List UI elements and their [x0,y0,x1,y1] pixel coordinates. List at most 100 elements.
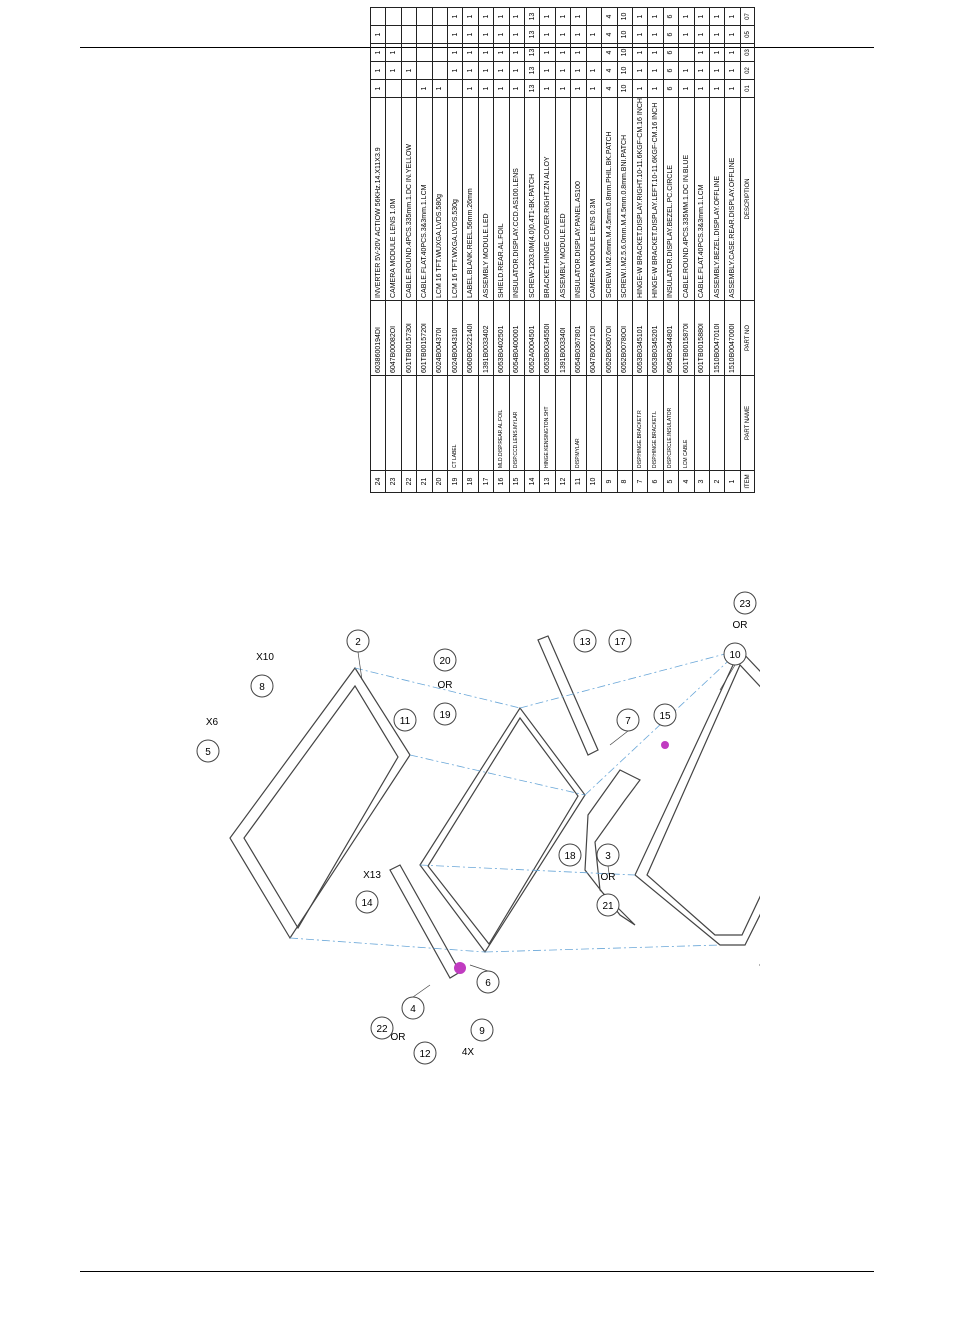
bom-item-cell: 4 [678,470,695,493]
bom-part-no-cell: 601TB0015720I [416,300,433,376]
bom-description-cell: HINGE-W BRACKET.DISPLAY.LEFT.10-11.6KGF-… [647,97,664,301]
bom-part-name-cell [586,375,602,471]
bom-part-no-cell: 6053B0034550I [539,300,556,376]
bom-part-no-cell: 6053B0402501 [493,300,510,376]
bom-qty-cell: 1 [447,25,463,44]
callout-20: 20 [433,648,457,672]
bom-qty-cell: 1 [647,79,664,98]
bom-part-no-cell: 6024B004370I [432,300,448,376]
svg-text:10: 10 [729,650,741,661]
bom-qty-cell: 1 [385,43,402,62]
bom-qty-cell: 13 [524,43,540,62]
bom-qty-cell: 1 [632,79,648,98]
callout-17: 17 [608,629,632,653]
bom-qty-cell [385,79,402,98]
callout-4: 4 [401,996,425,1020]
callout-7: 7 [616,708,640,732]
bom-qty-cell: 4 [601,79,617,98]
bom-item-cell: 1 [724,470,741,493]
left-hinge-part [389,864,461,979]
svg-text:20: 20 [439,656,451,667]
bom-qty-cell: 1 [709,79,725,98]
callout-18: 18 [558,843,582,867]
bom-qty-cell: 1 [724,79,741,98]
bom-qty-cell: 1 [462,7,479,26]
svg-text:19: 19 [439,710,451,721]
bom-part-no-cell: 6047B00071OI [586,300,602,376]
footer-rule [80,1271,874,1272]
bom-qty-cell: 10 [617,79,633,98]
bom-part-no-cell: 601TB0015880I [694,300,710,376]
bom-description-cell: BRACKET.HINGE COVER.RIGHT.ZN ALLOY [539,97,556,301]
bom-qty-cell: 1 [509,61,525,80]
bom-qty-cell: 13 [524,79,540,98]
bom-qty-cell [586,7,602,26]
svg-text:13: 13 [579,637,591,648]
bom-qty-cell: 1 [493,79,510,98]
bom-qty-cell [401,43,417,62]
bom-qty-cell: 1 [539,25,556,44]
bom-item-cell: 3 [694,470,710,493]
bom-description-cell: CAMERA MODULE LENS 0.3M [586,97,602,301]
bom-qty-cell: 6 [663,43,679,62]
bom-part-no-cell: 1391B0033402 [478,300,494,376]
bom-qty-cell: 1 [678,25,695,44]
bom-part-no-cell: 6054B0367801 [570,300,587,376]
bom-qty-cell [432,7,448,26]
bom-part-no-cell: 6052B00780OI [617,300,633,376]
svg-text:22: 22 [376,1024,388,1035]
hinge-highlight [454,741,669,974]
bom-description-cell: INSULATOR.DISPLAY.BEZEL.PC.CIRCLE [663,97,679,301]
bom-part-name-cell [416,375,433,471]
bom-qty-cell: 1 [724,25,741,44]
bom-qty-cell: 1 [678,61,695,80]
bom-part-name-cell [524,375,540,471]
bom-part-no-cell: 6054B0400001 [509,300,525,376]
bom-qty-cell: 1 [555,43,571,62]
svg-text:4: 4 [410,1004,416,1015]
callout-2: 2 [346,629,370,653]
bom-qty-cell: 4 [601,43,617,62]
exploded-view-drawing: 1 2 3 4 5 6 7 8 9 10 11 12 13 14 15 16 1… [196,591,760,1065]
bom-item-cell: 16 [493,470,510,493]
bom-qty-cell: 1 [678,79,695,98]
callout-5: 5 [196,739,220,763]
bom-qty-cell [432,25,448,44]
bom-description-cell: CABLE.ROUND.4PCS.335MM.1.DC IN.BLUE [678,97,695,301]
bom-part-no-cell: 6053B0345101 [632,300,648,376]
bom-qty-cell: 1 [694,7,710,26]
bom-qty-cell: 1 [370,61,386,80]
bom-qty-cell: 1 [555,79,571,98]
svg-text:12: 12 [419,1049,431,1060]
bom-description-cell: INSULATOR.DISPLAY.PANEL.AS100 [570,97,587,301]
bom-qty-cell: 13 [524,25,540,44]
bom-part-name-cell: HINGE.KENSINGTON.SHT [539,375,556,471]
svg-text:8: 8 [259,682,265,693]
svg-text:15: 15 [659,711,671,722]
bom-qty-cell: 1 [509,79,525,98]
label-x10: X10 [256,652,274,663]
bom-description-cell: ASSEMBLY.BEZEL.DISPLAY.OFFLINE [709,97,725,301]
callout-23: 23 [733,591,757,615]
bom-qty-cell: 10 [617,7,633,26]
bom-qty-cell: 1 [539,7,556,26]
bom-description-cell: CABLE.ROUND.4PCS.335mm.1.DC IN.YELLOW [401,97,417,301]
bom-qty-cell: 1 [555,25,571,44]
bom-item-cell: 15 [509,470,525,493]
svg-text:2: 2 [355,637,361,648]
bom-qty-cell: 1 [539,79,556,98]
bom-part-no-cell: 1510B0047010I [709,300,725,376]
header-qty-05: 05 [740,25,755,44]
callout-11: 11 [393,708,417,732]
bom-qty-cell: 1 [478,7,494,26]
bom-qty-cell: 1 [370,43,386,62]
bom-qty-cell: 1 [709,43,725,62]
